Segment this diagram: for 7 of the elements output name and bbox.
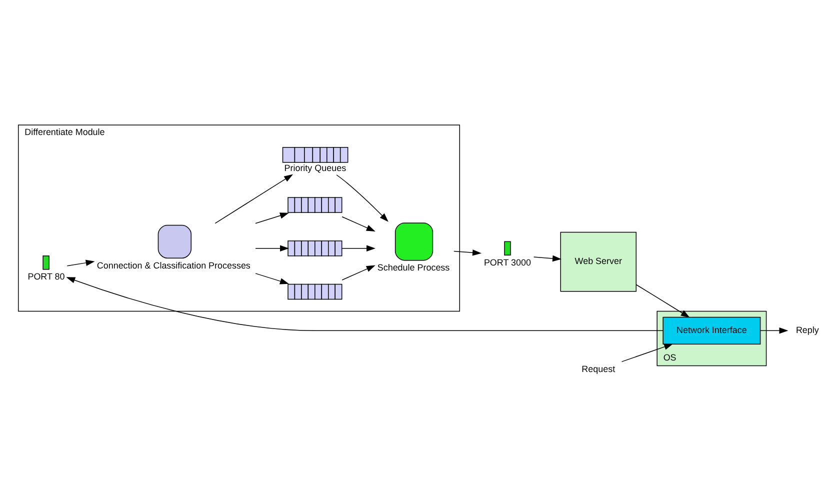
node-text: Reply: [796, 324, 819, 334]
node-label: Schedule Process: [377, 262, 450, 272]
node-label: Connection & Classification Processes: [96, 260, 250, 270]
node-label: PORT 80: [28, 270, 65, 281]
node-label: Priority Queues: [284, 162, 346, 173]
node-label: PORT 3000: [484, 256, 531, 267]
node-text: Request: [582, 363, 616, 374]
